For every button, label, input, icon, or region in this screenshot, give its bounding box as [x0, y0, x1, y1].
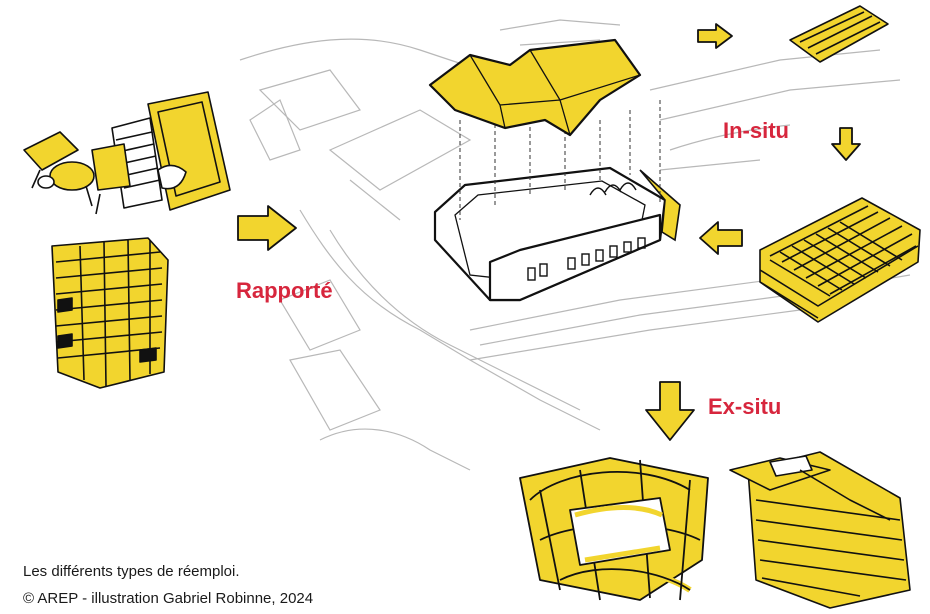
label-in-situ: In-situ — [723, 118, 789, 143]
label-rapporte: Rapporté — [236, 278, 333, 303]
arrow-ex-situ — [645, 381, 695, 441]
background-sketch — [239, 19, 911, 471]
materials-furniture — [23, 91, 231, 215]
caption-title: Les différents types de réemploi. — [23, 563, 240, 580]
arrow-back-left — [699, 221, 743, 255]
materials-timber-stack — [51, 237, 169, 389]
material-metal-tubes — [519, 457, 709, 601]
arrow-rapporte — [237, 205, 297, 251]
material-wood-planks — [729, 451, 911, 609]
central-building — [428, 38, 681, 302]
arrow-down-right — [831, 127, 861, 161]
label-ex-situ: Ex-situ — [708, 394, 782, 419]
arrow-to-tile — [697, 23, 733, 49]
arrows — [237, 23, 861, 441]
material-tile-stack — [759, 197, 921, 323]
caption-credit: © AREP - illustration Gabriel Robinne, 2… — [23, 590, 314, 607]
material-roof-tile — [789, 5, 889, 63]
